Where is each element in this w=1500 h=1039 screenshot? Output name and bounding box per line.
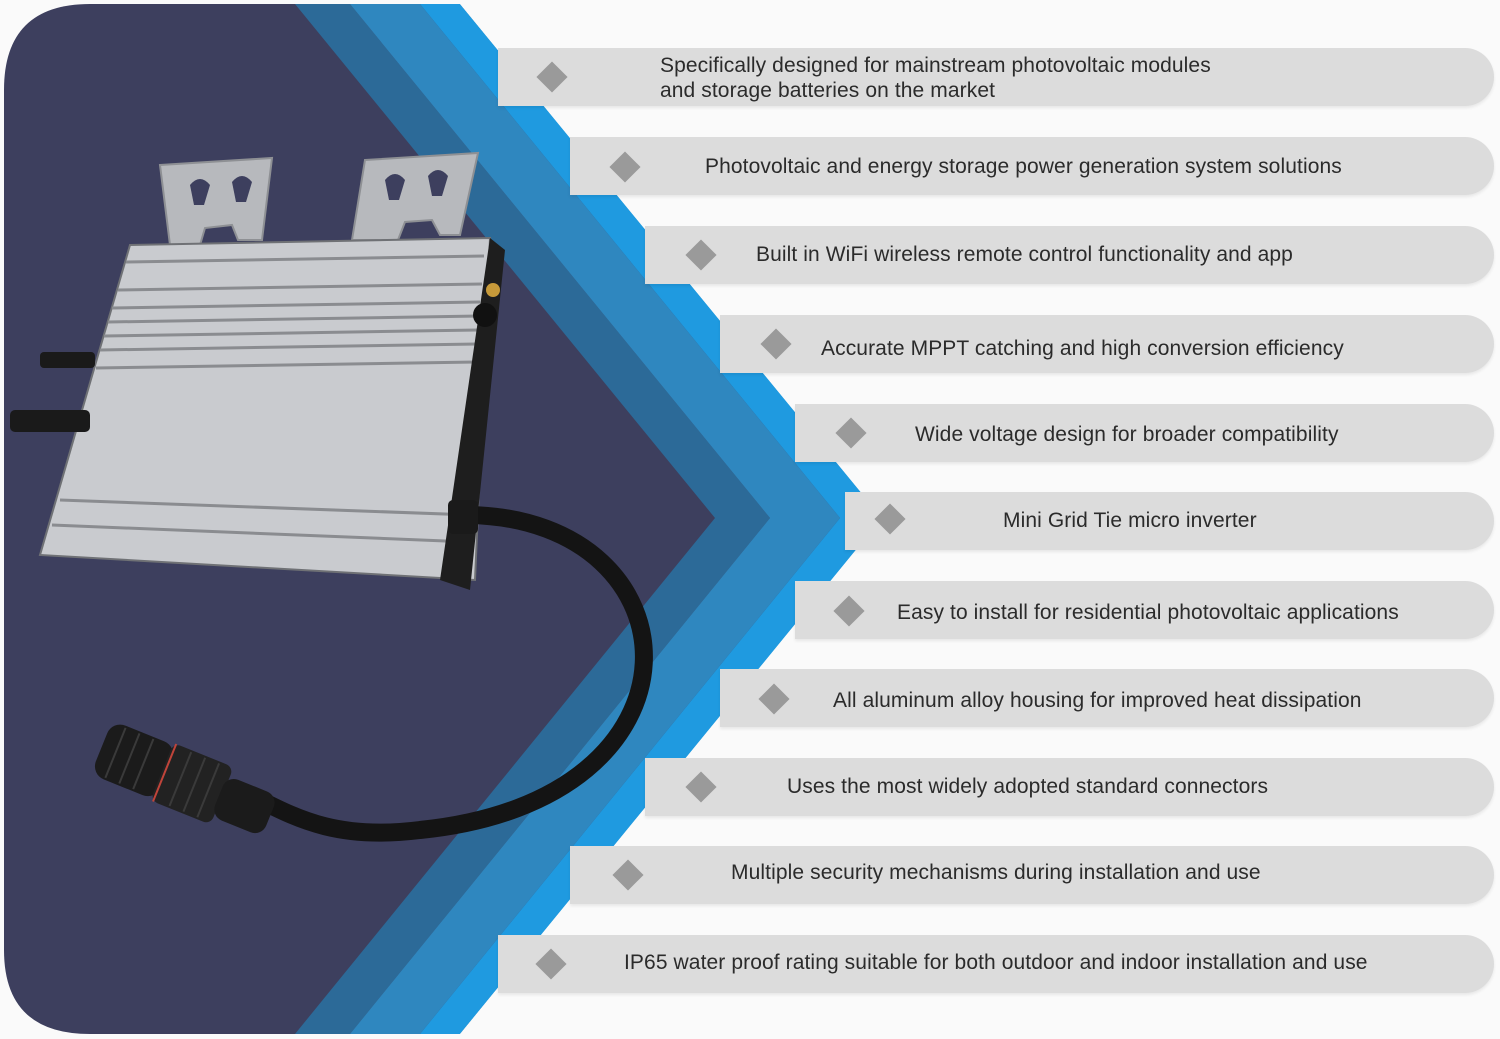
feature-bar-6: [845, 492, 1494, 550]
feature-bar-2: [570, 137, 1494, 195]
feature-text-6: Mini Grid Tie micro inverter: [1003, 509, 1257, 532]
feature-text-2: Photovoltaic and energy storage power ge…: [705, 155, 1342, 178]
feature-text-11: IP65 water proof rating suitable for bot…: [624, 951, 1368, 974]
feature-bar-4: [720, 315, 1494, 373]
feature-bar-9: [645, 758, 1494, 816]
feature-text-8: All aluminum alloy housing for improved …: [833, 689, 1362, 712]
feature-bar-1: [498, 48, 1494, 106]
feature-text-1: Specifically designed for mainstream pho…: [660, 54, 1211, 102]
feature-text-5: Wide voltage design for broader compatib…: [915, 423, 1339, 446]
feature-bar-11: [498, 935, 1494, 993]
feature-bar-5: [795, 404, 1494, 462]
micro-inverter-image: [10, 151, 653, 842]
feature-text-3: Built in WiFi wireless remote control fu…: [756, 243, 1293, 266]
feature-bar-10: [570, 846, 1494, 904]
feature-text-9: Uses the most widely adopted standard co…: [787, 775, 1269, 798]
feature-text-4: Accurate MPPT catching and high conversi…: [821, 337, 1344, 360]
feature-bar-8: [720, 669, 1494, 727]
feature-text-10: Multiple security mechanisms during inst…: [731, 861, 1261, 884]
feature-text-7: Easy to install for residential photovol…: [897, 601, 1399, 624]
feature-bar-3: [645, 226, 1494, 284]
feature-bar-7: [795, 581, 1494, 639]
